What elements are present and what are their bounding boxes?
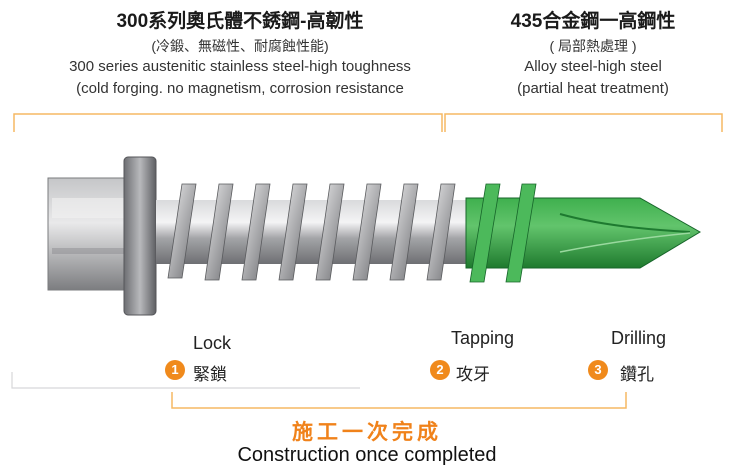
stage-tapping-label-zh: 攻牙 [456, 365, 490, 384]
stainless-bracket [13, 113, 443, 132]
hex-head [47, 177, 133, 291]
steel-threads [167, 183, 456, 281]
alloy-description-line2: (partial heat treatment) [517, 80, 669, 97]
alloy-section-subtitle: ( 局部熱處理 ) [549, 38, 637, 54]
stage-lock-label-zh: 緊鎖 [193, 365, 227, 384]
completion-title-en: Construction once completed [237, 444, 497, 466]
alloy-drill-tip [465, 197, 701, 269]
stage-drilling-label-en: Drilling [611, 328, 667, 348]
stainless-section-subtitle: (冷鍛、無磁性、耐腐蝕性能) [151, 38, 329, 54]
alloy-bracket [444, 113, 723, 132]
alloy-description-line1: Alloy steel-high steel [524, 58, 662, 75]
stainless-section-title: 300系列奧氏體不銹鋼-高韌性 [116, 11, 364, 32]
stage-lock-label-en: Lock [193, 333, 232, 353]
stage-tapping-label-en: Tapping [451, 328, 515, 348]
completion-title-zh: 施工一次完成 [292, 421, 442, 444]
stainless-description-line1: 300 series austenitic stainless steel-hi… [69, 58, 411, 75]
washer-flange [123, 156, 157, 316]
stage-drilling-label-zh: 鑽孔 [620, 365, 654, 384]
stage-tapping-badge: 2 [430, 360, 450, 380]
stainless-description-line2: (cold forging. no magnetism, corrosion r… [76, 80, 404, 97]
completion-bracket [171, 392, 627, 409]
alloy-threads [469, 183, 537, 283]
stage-drilling-badge: 3 [588, 360, 608, 380]
alloy-section-title: 435合金鋼一高鋼性 [510, 11, 676, 32]
base-line [11, 372, 360, 389]
stage-lock-badge: 1 [165, 360, 185, 380]
